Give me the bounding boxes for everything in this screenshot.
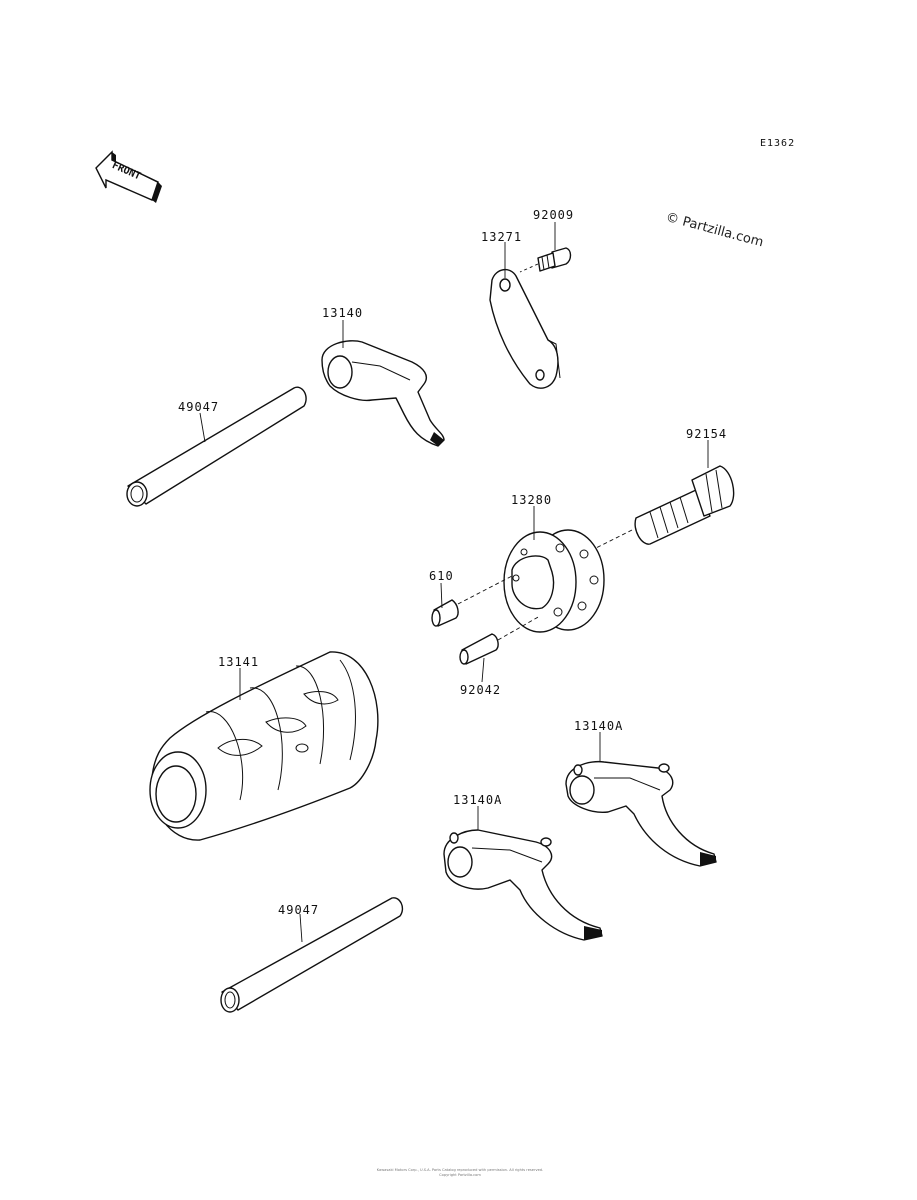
- part-49047-shaft-top[interactable]: [126, 386, 307, 507]
- callout-13140A-left[interactable]: 13140A: [453, 793, 503, 807]
- footer-line-2: Copyright Partzilla.com: [439, 1173, 481, 1177]
- callout-610[interactable]: 610: [429, 569, 454, 583]
- diagram-code: E1362: [760, 138, 796, 149]
- callout-92009[interactable]: 92009: [533, 208, 575, 222]
- part-92042-pin[interactable]: [459, 615, 541, 665]
- part-13271-plate[interactable]: [489, 269, 561, 389]
- part-13140A-fork-left[interactable]: [443, 829, 603, 941]
- callout-92042[interactable]: 92042: [460, 683, 502, 697]
- part-49047-shaft-bottom[interactable]: [220, 897, 404, 1013]
- callout-49047-top[interactable]: 49047: [178, 400, 220, 414]
- part-92154-bolt[interactable]: [591, 465, 735, 551]
- part-13140-fork[interactable]: [321, 340, 445, 447]
- front-arrow-icon: FRONT: [95, 150, 162, 203]
- callout-13280[interactable]: 13280: [511, 493, 553, 507]
- part-13140A-fork-right[interactable]: [565, 760, 717, 867]
- part-13280-cam[interactable]: [503, 529, 605, 633]
- leader-lines: [199, 222, 709, 943]
- part-610-pin[interactable]: [431, 575, 513, 627]
- part-13141-drum[interactable]: [149, 651, 379, 841]
- callout-92154[interactable]: 92154: [686, 427, 728, 441]
- callout-13141[interactable]: 13141: [218, 655, 260, 669]
- callout-13140A-right[interactable]: 13140A: [574, 719, 624, 733]
- callout-13140[interactable]: 13140: [322, 306, 364, 320]
- footer-copyright: Kawasaki Motors Corp., U.S.A. Parts Cata…: [300, 1168, 620, 1178]
- callout-49047-bottom[interactable]: 49047: [278, 903, 320, 917]
- callout-13271[interactable]: 13271: [481, 230, 523, 244]
- footer-line-1: Kawasaki Motors Corp., U.S.A. Parts Cata…: [376, 1168, 544, 1172]
- part-92009-bolt[interactable]: [519, 247, 572, 273]
